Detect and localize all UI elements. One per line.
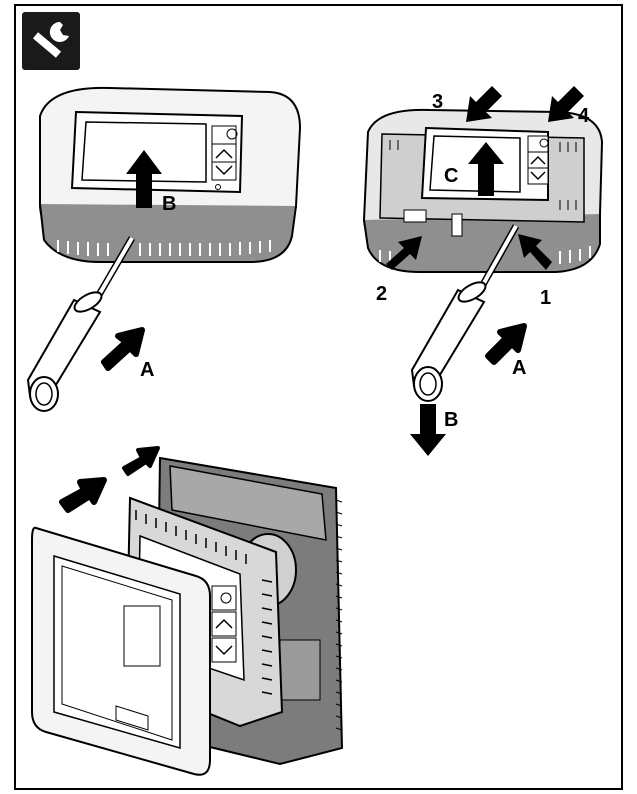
thermostat-closed <box>39 86 302 263</box>
push-arrow-icon <box>59 446 160 513</box>
label-1: 1 <box>540 287 551 309</box>
label-2: 2 <box>376 283 387 305</box>
label-b-2: B <box>444 409 458 431</box>
thermostat-open <box>362 108 604 273</box>
label-a-2: A <box>512 357 526 379</box>
push-arrow-icon <box>126 150 162 208</box>
push-arrow-icon <box>386 86 584 456</box>
label-a: A <box>140 359 154 381</box>
thermostat-exploded <box>31 456 344 776</box>
push-arrow-icon <box>101 327 145 371</box>
label-4: 4 <box>578 105 590 127</box>
screwdriver-icon <box>26 236 136 412</box>
label-b: B <box>162 193 176 215</box>
label-3: 3 <box>432 91 443 113</box>
label-c: C <box>444 165 458 187</box>
screwdriver-icon <box>410 224 520 402</box>
wrench-icon <box>22 12 80 70</box>
